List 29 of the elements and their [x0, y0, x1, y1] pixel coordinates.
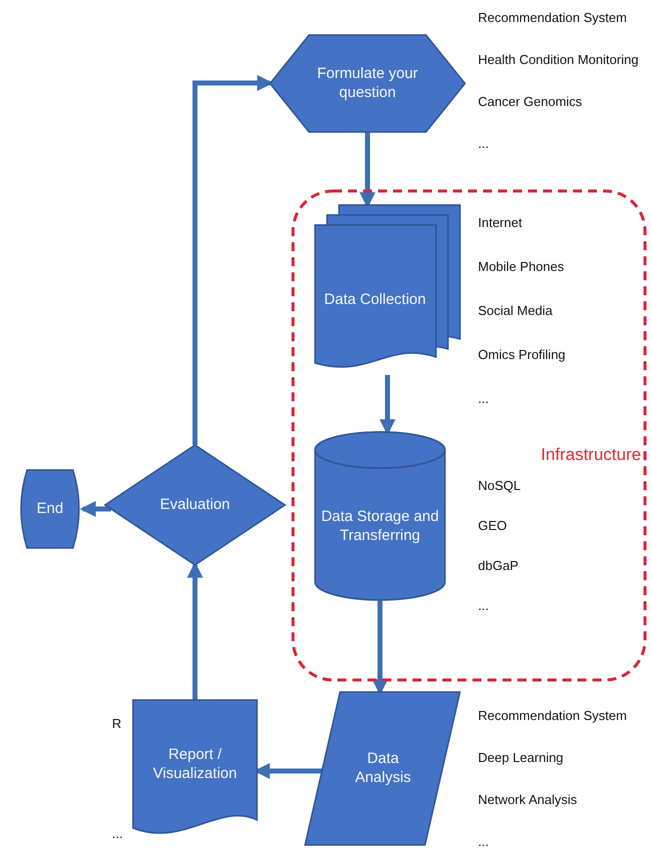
arrow	[192, 75, 274, 445]
annotation-text: Omics Profiling	[478, 347, 566, 363]
annotation-text: NoSQL	[478, 478, 521, 494]
annotation-text: ...	[478, 391, 489, 407]
annotation-text: Cancer Genomics	[478, 94, 582, 110]
annotation-text: dbGaP	[478, 558, 518, 574]
annotation-text: R	[112, 716, 122, 732]
annotation-text: ...	[478, 834, 489, 850]
annotation-text: Mobile Phones	[478, 259, 564, 275]
node-label: Data Analysis	[354, 750, 412, 788]
annotation-text: Network Analysis	[478, 792, 577, 808]
node-label: Formulate your question	[316, 64, 419, 102]
node-label: Data Collection	[324, 290, 426, 310]
region-label: Infrastructure	[540, 444, 642, 466]
annotation-text: ...	[478, 598, 489, 614]
annotation-text: GEO	[478, 518, 507, 534]
annotation-text: Internet	[478, 215, 522, 231]
annotation-text: Recommendation System	[478, 10, 627, 26]
annotation-text: Deep Learning	[478, 750, 564, 766]
annotation-text: Health Condition Monitoring	[478, 52, 638, 68]
annotation-text: Social Media	[478, 303, 552, 319]
node-label: End	[36, 500, 64, 518]
annotation-text: ...	[112, 826, 123, 842]
annotation-text: Recommendation System	[478, 708, 627, 724]
node-label: Report / Visualization	[152, 746, 238, 784]
arrow	[80, 501, 111, 517]
annotation-text: ...	[478, 136, 489, 152]
node-label: Evaluation	[160, 496, 230, 514]
node-label: Data Storage and Transferring	[320, 508, 440, 546]
